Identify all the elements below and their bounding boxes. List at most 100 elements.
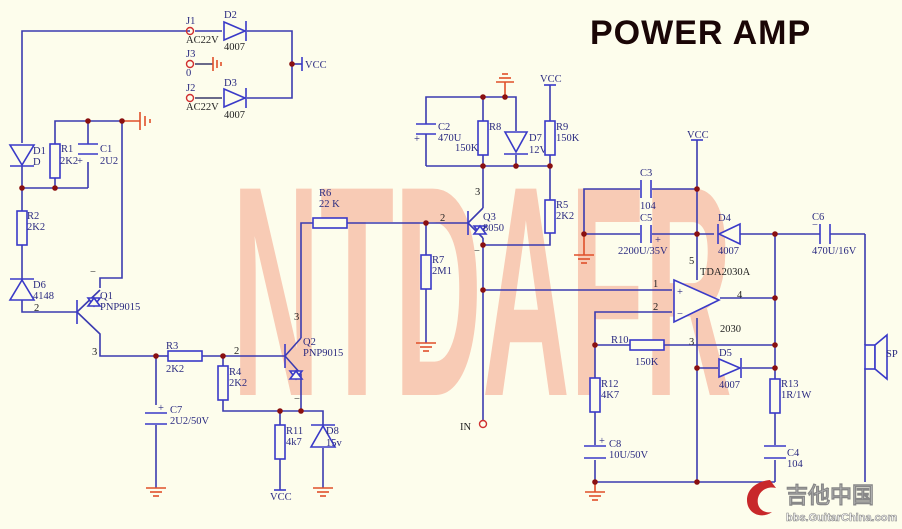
svg-text:2K2: 2K2 [556, 211, 574, 222]
svg-text:104: 104 [640, 201, 657, 212]
svg-text:J3: J3 [186, 49, 195, 60]
svg-text:10U/50V: 10U/50V [609, 450, 649, 461]
svg-text:2K2: 2K2 [27, 222, 45, 233]
svg-text:3: 3 [294, 312, 299, 323]
resistor-r5[interactable]: R5 2K2 [544, 199, 574, 234]
svg-text:Q3: Q3 [483, 212, 496, 223]
diode-d5[interactable]: D5 4007 [718, 348, 743, 391]
svg-text:2K2: 2K2 [166, 364, 184, 375]
svg-text:R9: R9 [556, 122, 568, 133]
capacitor-c8[interactable]: + C8 10U/50V [584, 436, 649, 461]
svg-text:4K7: 4K7 [601, 390, 619, 401]
svg-text:R11: R11 [286, 426, 303, 437]
svg-text:D6: D6 [33, 280, 46, 291]
diode-d3[interactable]: D3 4007 [223, 78, 248, 121]
svg-text:470U: 470U [438, 133, 462, 144]
connector-j1[interactable]: J1 AC22V [185, 16, 219, 46]
svg-text:AC22V: AC22V [186, 102, 219, 113]
svg-text:R5: R5 [556, 200, 568, 211]
capacitor-c5[interactable]: + C5 2200U/35V [618, 213, 668, 257]
svg-text:C3: C3 [640, 168, 652, 179]
opamp-tda2030a[interactable]: + − TDA2030A 2030 1 2 4 5 3 [653, 256, 751, 348]
svg-text:VCC: VCC [540, 74, 562, 85]
connector-j2[interactable]: J2 AC22V [185, 83, 219, 113]
svg-text:R1: R1 [61, 144, 73, 155]
resistor-r4[interactable]: R4 2K2 [217, 365, 247, 401]
svg-text:Q1: Q1 [100, 291, 113, 302]
transistor-q1[interactable]: Q1 PNP9015 − 2 3 [34, 267, 140, 358]
svg-text:−: − [677, 309, 683, 320]
diode-d6[interactable]: D6 4148 [8, 278, 54, 302]
svg-text:R6: R6 [319, 188, 331, 199]
resistor-r10[interactable]: R10 150K [611, 335, 665, 368]
capacitor-c4[interactable]: C4 104 [764, 445, 804, 470]
svg-text:−: − [812, 220, 818, 231]
svg-text:150K: 150K [635, 357, 659, 368]
svg-text:−: − [90, 267, 96, 278]
svg-text:J1: J1 [186, 16, 195, 27]
svg-text:C4: C4 [787, 448, 800, 459]
diode-d2[interactable]: D2 4007 [223, 10, 248, 53]
svg-text:D1: D1 [33, 146, 46, 157]
svg-text:1: 1 [653, 279, 658, 290]
transistor-q3[interactable]: Q3 8050 2 3 − [440, 187, 504, 257]
svg-text:2200U/35V: 2200U/35V [618, 246, 668, 257]
resistor-r2[interactable]: R2 2K2 [16, 210, 45, 246]
svg-text:0: 0 [186, 68, 191, 79]
resistor-r12[interactable]: R12 4K7 [589, 377, 619, 413]
connector-j3[interactable]: J3 0 [185, 49, 195, 79]
svg-text:+: + [158, 403, 164, 414]
capacitor-c6[interactable]: − C6 470U/16V [812, 212, 857, 257]
capacitor-c1[interactable]: + C1 2U2 [77, 143, 118, 167]
svg-text:C7: C7 [170, 405, 182, 416]
svg-text:D3: D3 [224, 78, 237, 89]
svg-text:8050: 8050 [483, 223, 504, 234]
capacitor-c2[interactable]: + C2 470U [414, 122, 462, 145]
resistor-r1[interactable]: R1 2K2 [49, 143, 78, 179]
svg-text:D2: D2 [224, 10, 237, 21]
resistor-r9[interactable]: R9 150K [544, 120, 580, 156]
vcc-symbol-r11: VCC [270, 489, 292, 503]
dragon-icon [746, 480, 776, 516]
connector-in[interactable]: IN [460, 419, 488, 434]
svg-text:SP: SP [886, 349, 898, 360]
svg-text:R12: R12 [601, 379, 619, 390]
svg-text:TDA2030A: TDA2030A [700, 267, 751, 278]
svg-text:C8: C8 [609, 439, 621, 450]
svg-text:R10: R10 [611, 335, 629, 346]
svg-text:D7: D7 [529, 133, 542, 144]
resistor-r6[interactable]: R6 22 K [312, 188, 348, 229]
svg-text:4148: 4148 [33, 291, 54, 302]
transistor-q2[interactable]: Q2 PNP9015 − 2 3 [234, 312, 343, 405]
svg-text:R13: R13 [781, 379, 799, 390]
svg-text:2030: 2030 [720, 324, 741, 335]
svg-text:J2: J2 [186, 83, 195, 94]
ground-symbols [139, 57, 605, 501]
speaker-sp[interactable]: SP [864, 333, 898, 381]
svg-text:5: 5 [689, 256, 694, 267]
svg-text:bbs.GuitarChina.com: bbs.GuitarChina.com [786, 512, 897, 524]
resistor-r3[interactable]: R3 2K2 [166, 341, 203, 375]
diode-d4[interactable]: D4 4007 [717, 213, 741, 257]
vcc-symbol-tda: VCC [687, 130, 709, 141]
svg-text:VCC: VCC [305, 60, 327, 71]
svg-text:1R/1W: 1R/1W [781, 390, 811, 401]
resistor-r7[interactable]: R7 2M1 [420, 254, 452, 290]
svg-text:2K2: 2K2 [229, 378, 247, 389]
svg-text:4007: 4007 [224, 42, 245, 53]
resistor-r13[interactable]: R13 1R/1W [769, 378, 811, 414]
svg-text:+: + [655, 235, 661, 246]
resistor-r11[interactable]: R11 4k7 [274, 424, 303, 460]
svg-text:470U/16V: 470U/16V [812, 246, 857, 257]
diode-d8[interactable]: D8 15v [309, 424, 343, 449]
vcc-symbol-rectifier: VCC [301, 57, 327, 71]
diode-d1[interactable]: D1 D [8, 144, 46, 168]
svg-text:+: + [599, 436, 605, 447]
capacitor-c7[interactable]: + C7 2U2/50V [145, 403, 210, 427]
resistor-r8[interactable]: R8 150K [455, 120, 501, 156]
svg-text:4007: 4007 [224, 110, 245, 121]
diode-d7[interactable]: D7 12V [503, 131, 548, 156]
svg-text:D8: D8 [326, 426, 339, 437]
capacitor-c3[interactable]: C3 104 [640, 168, 657, 212]
